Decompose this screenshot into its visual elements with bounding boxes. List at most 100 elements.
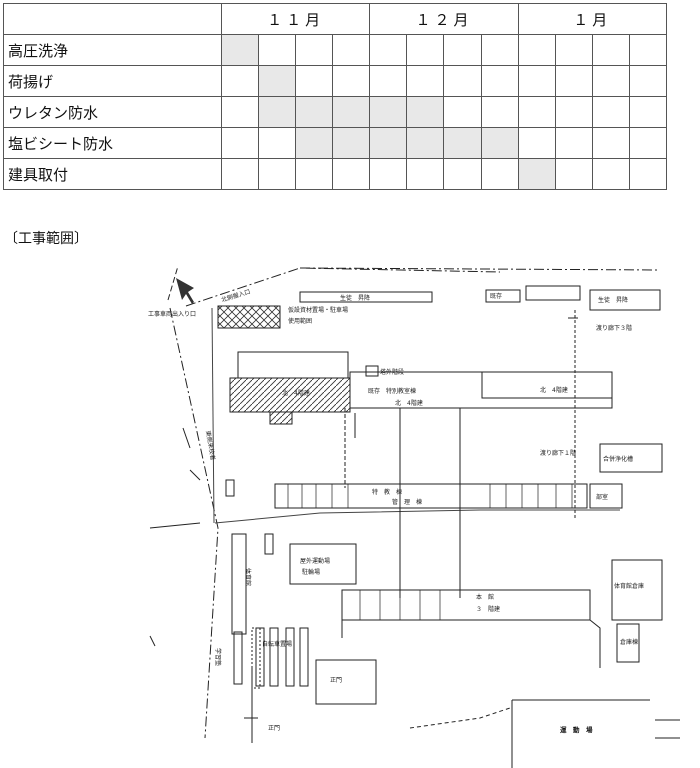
building-outline <box>365 365 379 377</box>
arrow-icon <box>176 278 194 304</box>
schedule-bar-cell <box>443 127 482 159</box>
schedule-cell <box>406 158 445 190</box>
road-line <box>149 522 201 529</box>
building-outline <box>341 589 591 621</box>
schedule-cell <box>258 127 297 159</box>
schedule-bar-cell <box>258 96 297 128</box>
schedule-cell <box>591 127 630 159</box>
schedule-cell <box>369 158 408 190</box>
schedule-cell <box>369 34 408 66</box>
schedule-cell <box>480 65 519 97</box>
plan-label: 生徒 昇降 <box>598 296 628 304</box>
schedule-cell <box>517 127 556 159</box>
plan-label: 北 4階建 <box>540 386 568 394</box>
plan-label: 仮設資材置場・駐車場 <box>288 306 348 314</box>
plan-label: 体育館 <box>244 568 252 586</box>
building-outline <box>269 627 279 687</box>
plan-label: 部室 <box>596 493 608 501</box>
month-header: １２月 <box>369 3 519 35</box>
plan-label: 北 4階建 <box>282 389 310 397</box>
building-outline <box>616 623 640 663</box>
plan-label: ３ 階建 <box>476 605 500 613</box>
schedule-row: 建具取付 <box>3 158 668 190</box>
schedule-cell <box>591 96 630 128</box>
boundary-line <box>149 635 156 647</box>
plan-label: 倉庫棟 <box>620 638 638 646</box>
building-outline <box>264 533 274 555</box>
schedule-cell <box>480 158 519 190</box>
plan-label: 自転車置場 <box>262 640 292 648</box>
schedule-cell <box>628 96 668 128</box>
schedule-header-row: １１月 １２月 １月 <box>3 3 668 35</box>
schedule-cell <box>628 158 668 190</box>
schedule-cell <box>517 65 556 97</box>
schedule-cell <box>443 34 482 66</box>
schedule-cell <box>295 158 334 190</box>
schedule-cell <box>369 65 408 97</box>
window-grid <box>359 590 441 620</box>
schedule-cell <box>443 158 482 190</box>
schedule-cell <box>220 96 260 128</box>
building-outline <box>225 479 235 497</box>
scope-hatched-building <box>229 377 351 413</box>
boundary-line <box>299 267 661 271</box>
schedule-cell <box>554 127 593 159</box>
plan-label: 体育館倉庫 <box>614 582 644 590</box>
plan-label: 生徒 昇降 <box>340 294 370 302</box>
plan-label: 塔外階段 <box>380 368 404 376</box>
schedule-cell <box>443 65 482 97</box>
schedule-bar-cell <box>295 96 334 128</box>
building-outline <box>611 559 663 621</box>
schedule-row: 高圧洗浄 <box>3 34 668 66</box>
building-outline <box>251 627 261 689</box>
corridor-line <box>341 619 601 668</box>
building-outline <box>231 533 247 635</box>
boundary-line <box>169 307 219 739</box>
building-outline <box>237 351 349 379</box>
building-outline <box>589 483 623 509</box>
window-grid <box>287 484 573 508</box>
boundary-line <box>185 267 501 307</box>
schedule-row: ウレタン防水 <box>3 96 668 128</box>
scope-heading: 〔工事範囲〕 <box>4 231 88 247</box>
schedule-cell <box>258 34 297 66</box>
schedule-bar-cell <box>480 127 519 159</box>
task-label: 塩ビシート防水 <box>3 127 222 159</box>
plan-label: 工事車両出入り口 <box>148 310 196 318</box>
task-label: ウレタン防水 <box>3 96 222 128</box>
schedule-cell <box>628 34 668 66</box>
building-outline <box>233 631 243 685</box>
plan-label: 学習塾 <box>214 648 222 666</box>
schedule-cell <box>554 34 593 66</box>
schedule-bar-cell <box>295 127 334 159</box>
schedule-cell <box>220 65 260 97</box>
schedule-cell <box>406 65 445 97</box>
building-outline <box>285 627 295 687</box>
schedule-cell <box>591 65 630 97</box>
plan-label: 屋外運動場 <box>300 557 330 565</box>
building-outline <box>589 289 661 311</box>
boundary-line <box>244 668 258 743</box>
schedule-row: 荷揚げ <box>3 65 668 97</box>
schedule-cell <box>258 158 297 190</box>
road-line <box>214 509 620 524</box>
plan-label: 正門 <box>330 677 342 684</box>
plan-label: 正門 <box>268 725 280 732</box>
plan-label: 既存 <box>490 292 502 300</box>
site-plan-drawing: 北側搬入口 工事車両出入り口 生徒 昇降 生徒 昇降 既存 仮設資材置場・駐車場… <box>148 265 680 768</box>
schedule-cell <box>554 158 593 190</box>
schedule-cell <box>517 34 556 66</box>
schedule-cell <box>480 96 519 128</box>
building-outline <box>289 543 357 585</box>
schedule-bar-cell <box>332 96 371 128</box>
schedule-cell <box>628 65 668 97</box>
schedule-bar-cell <box>369 96 408 128</box>
plan-label: 管 理 棟 <box>392 498 422 506</box>
plan-label: 合併浄化槽 <box>603 455 633 463</box>
task-label: 荷揚げ <box>3 65 222 97</box>
task-label: 高圧洗浄 <box>3 34 222 66</box>
schedule-cell <box>480 34 519 66</box>
schedule-row: 塩ビシート防水 <box>3 127 668 159</box>
schedule-cell <box>517 96 556 128</box>
schedule-cell <box>591 158 630 190</box>
